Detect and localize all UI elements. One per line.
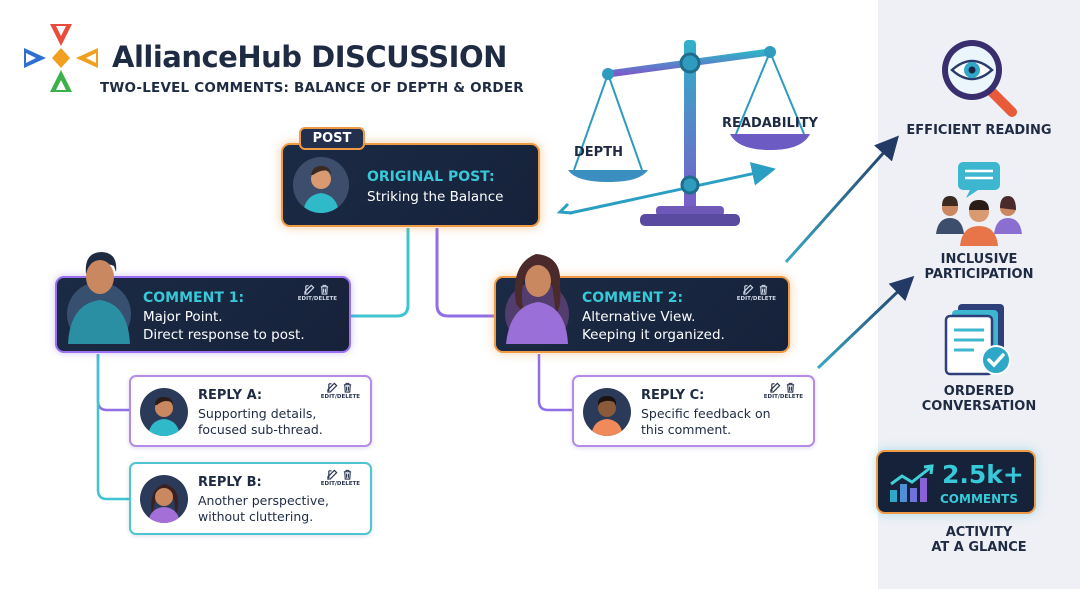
group-chat-icon bbox=[936, 162, 1022, 246]
comment-line: Alternative View. bbox=[582, 309, 696, 325]
edit-delete-label: EDIT/DELETE bbox=[736, 296, 776, 302]
post-text: Striking the Balance bbox=[367, 189, 504, 205]
benefit-arrows bbox=[784, 135, 915, 370]
balance-scale-icon bbox=[568, 40, 810, 226]
edit-delete-controls[interactable]: EDIT/DELETE bbox=[298, 284, 337, 302]
delete-icon[interactable] bbox=[342, 469, 353, 480]
comment-2-author-avatar bbox=[505, 254, 569, 344]
reply-author-avatar bbox=[140, 475, 188, 523]
reply-card-a[interactable]: REPLY A: Supporting details, focused sub… bbox=[129, 375, 372, 447]
delete-icon[interactable] bbox=[319, 284, 330, 295]
magnifier-eye-icon bbox=[942, 40, 1017, 117]
delete-icon[interactable] bbox=[785, 382, 796, 393]
comment-title: COMMENT 2: bbox=[582, 290, 684, 306]
reply-text: Specific feedback on this comment. bbox=[641, 406, 771, 438]
comment-count-value: 2.5k+ bbox=[942, 460, 1024, 489]
edit-delete-label: EDIT/DELETE bbox=[297, 296, 337, 302]
brand-title: AllianceHub DISCUSSION bbox=[112, 40, 507, 74]
post-to-comment-lines bbox=[351, 228, 494, 318]
page-subtitle: TWO-LEVEL COMMENTS: BALANCE OF DEPTH & O… bbox=[100, 80, 524, 96]
reply-title: REPLY B: bbox=[198, 475, 262, 490]
edit-delete-controls[interactable]: EDIT/DELETE bbox=[321, 469, 360, 487]
edit-delete-controls[interactable]: EDIT/DELETE bbox=[737, 284, 776, 302]
benefit-label-line: EFFICIENT READING bbox=[906, 123, 1052, 138]
benefit-label-ordered-conversation: ORDERED CONVERSATION bbox=[878, 384, 1080, 414]
readability-label: READABILITY bbox=[722, 116, 818, 131]
balance-arrow bbox=[556, 162, 776, 215]
original-post-card[interactable]: ORIGINAL POST: Striking the Balance bbox=[281, 143, 540, 227]
benefit-label-line: INCLUSIVE bbox=[940, 252, 1018, 267]
delete-icon[interactable] bbox=[758, 284, 769, 295]
trend-chart-icon bbox=[890, 464, 934, 502]
comment-text: Alternative View. Keeping it organized. bbox=[582, 308, 725, 344]
reply-title: REPLY C: bbox=[641, 388, 705, 403]
edit-delete-label: EDIT/DELETE bbox=[763, 394, 803, 400]
comment-line: Major Point. bbox=[143, 309, 223, 325]
comment-text: Major Point. Direct response to post. bbox=[143, 308, 305, 344]
depth-label: DEPTH bbox=[574, 145, 623, 160]
reply-author-avatar bbox=[583, 388, 631, 436]
brand-name: AllianceHub bbox=[112, 40, 302, 74]
edit-icon[interactable] bbox=[327, 382, 338, 393]
post-author-avatar bbox=[293, 157, 349, 213]
benefit-label-line: ORDERED bbox=[943, 384, 1015, 399]
stats-caption-line: AT A GLANCE bbox=[931, 540, 1027, 555]
edit-icon[interactable] bbox=[743, 284, 754, 295]
comment-stats-badge: 2.5k+ COMMENTS bbox=[876, 450, 1036, 514]
edit-delete-controls[interactable]: EDIT/DELETE bbox=[764, 382, 803, 400]
comment-to-reply-lines bbox=[96, 354, 572, 501]
alliancehub-logo bbox=[24, 24, 98, 92]
benefit-label-inclusive-participation: INCLUSIVE PARTICIPATION bbox=[878, 252, 1080, 282]
reply-line: focused sub-thread. bbox=[198, 422, 323, 437]
stats-caption-line: ACTIVITY bbox=[945, 525, 1013, 540]
post-tag: POST bbox=[299, 127, 365, 150]
reply-title: REPLY A: bbox=[198, 388, 263, 403]
edit-delete-label: EDIT/DELETE bbox=[320, 481, 360, 487]
edit-icon[interactable] bbox=[770, 382, 781, 393]
reply-text: Supporting details, focused sub-thread. bbox=[198, 406, 323, 438]
reply-line: without cluttering. bbox=[198, 509, 314, 524]
ordered-documents-icon bbox=[944, 304, 1011, 376]
reply-author-avatar bbox=[140, 388, 188, 436]
edit-delete-controls[interactable]: EDIT/DELETE bbox=[321, 382, 360, 400]
comment-title: COMMENT 1: bbox=[143, 290, 245, 306]
benefit-label-efficient-reading: EFFICIENT READING bbox=[878, 123, 1080, 138]
reply-line: Specific feedback on bbox=[641, 406, 771, 421]
edit-icon[interactable] bbox=[304, 284, 315, 295]
benefit-label-line: CONVERSATION bbox=[921, 399, 1037, 414]
reply-text: Another perspective, without cluttering. bbox=[198, 493, 329, 525]
comment-line: Direct response to post. bbox=[143, 327, 305, 343]
comment-line: Keeping it organized. bbox=[582, 327, 725, 343]
reply-card-b[interactable]: REPLY B: Another perspective, without cl… bbox=[129, 462, 372, 535]
edit-icon[interactable] bbox=[327, 469, 338, 480]
stats-caption: ACTIVITY AT A GLANCE bbox=[878, 525, 1080, 555]
reply-card-c[interactable]: REPLY C: Specific feedback on this comme… bbox=[572, 375, 815, 447]
brand-suffix: DISCUSSION bbox=[311, 40, 507, 74]
post-title: ORIGINAL POST: bbox=[367, 169, 495, 185]
delete-icon[interactable] bbox=[342, 382, 353, 393]
reply-line: Supporting details, bbox=[198, 406, 317, 421]
benefit-label-line: PARTICIPATION bbox=[924, 267, 1034, 282]
reply-line: Another perspective, bbox=[198, 493, 329, 508]
edit-delete-label: EDIT/DELETE bbox=[320, 394, 360, 400]
comment-count-label: COMMENTS bbox=[940, 492, 1018, 506]
reply-line: this comment. bbox=[641, 422, 732, 437]
comment-1-author-avatar bbox=[67, 252, 131, 344]
